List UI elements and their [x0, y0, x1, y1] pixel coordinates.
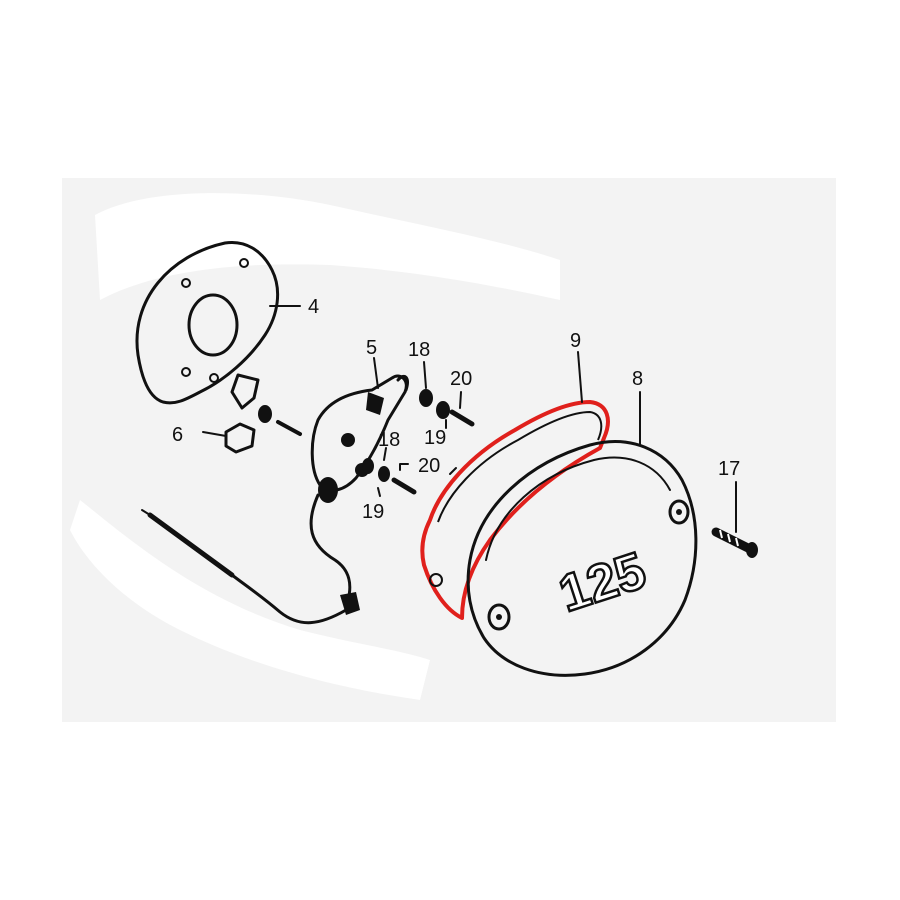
- leader-lines: [202, 305, 737, 533]
- label-part-17: 17: [718, 458, 740, 480]
- cover-screw: [711, 527, 758, 558]
- label-part-18-lower: 18: [378, 429, 400, 451]
- label-part-20-lower: 20: [418, 455, 440, 477]
- felt-block: [224, 422, 256, 454]
- label-part-9: 9: [570, 330, 581, 352]
- wire-lead: [141, 493, 360, 625]
- label-part-4: 4: [308, 296, 319, 318]
- label-part-18-upper: 18: [408, 339, 430, 361]
- white-smudge-lower: [70, 500, 430, 700]
- part-labels: 4 5 6 8 9 17 18 18 19 19 20 20: [172, 296, 740, 523]
- cover-gasket-inner-edge: [437, 410, 603, 523]
- label-part-8: 8: [632, 368, 643, 390]
- hardware-set-lower: [362, 458, 417, 495]
- label-part-5: 5: [366, 337, 377, 359]
- contact-bracket: [230, 373, 302, 436]
- stator-plate: [135, 240, 280, 405]
- hardware-set-upper: [419, 389, 475, 427]
- label-part-19-upper: 19: [424, 427, 446, 449]
- label-part-6: 6: [172, 424, 183, 446]
- label-part-20-upper: 20: [450, 368, 472, 390]
- label-part-19-lower: 19: [362, 501, 384, 523]
- white-smudge: [95, 193, 560, 300]
- gasket-hole: [429, 573, 443, 587]
